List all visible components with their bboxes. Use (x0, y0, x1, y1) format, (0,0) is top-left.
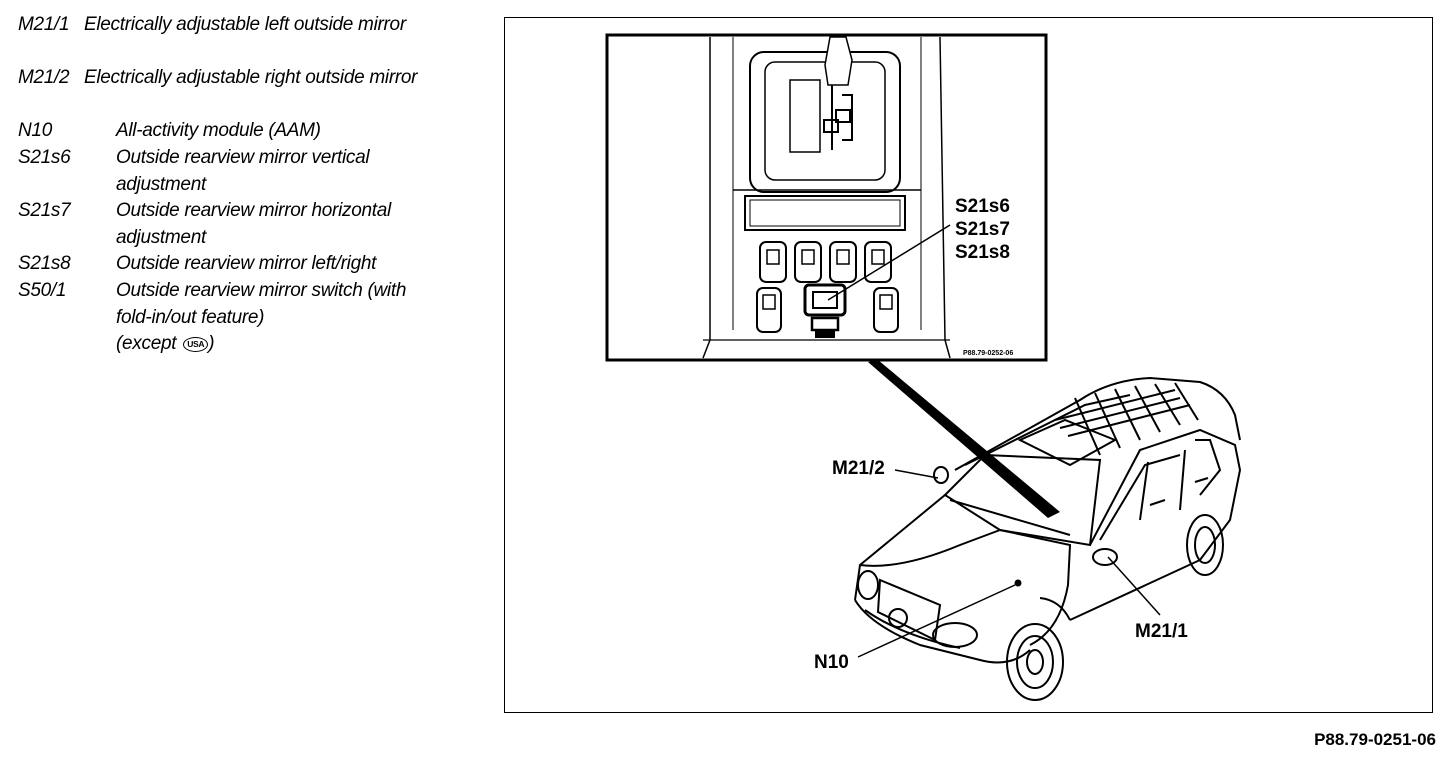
legend-text: Outside rearview mirror left/right (116, 253, 377, 274)
legend-code: N10 (18, 120, 52, 141)
legend-item-s21s7: S21s7 Outside rearview mirror horizontal… (18, 198, 488, 251)
legend-code: S50/1 (18, 280, 67, 301)
inset-id: P88.79-0252-06 (963, 350, 1013, 357)
callout-leaders (857, 469, 1161, 658)
label-s21s7: S21s7 (955, 219, 1010, 240)
label-s21s6: S21s6 (955, 196, 1010, 217)
legend-text: All-activity module (AAM) (116, 120, 321, 141)
switch-inset: S21s6 S21s7 S21s8 P88.79-0252-06 (605, 33, 1048, 362)
pointer-wedge (868, 360, 1060, 518)
legend-code: S21s8 (18, 253, 71, 274)
label-m21-1: M21/1 (1135, 621, 1188, 642)
legend-code: S21s6 (18, 147, 71, 168)
legend-text: Outside rearview mirror switch (with fol… (116, 280, 407, 355)
usa-badge-icon: USA (183, 337, 209, 353)
legend-item-m21-1: M21/1 Electrically adjustable left outsi… (18, 12, 488, 65)
legend-item-m21-2: M21/2 Electrically adjustable right outs… (18, 65, 488, 118)
label-n10: N10 (814, 652, 849, 673)
legend-item-s21s6: S21s6 Outside rearview mirror vertical a… (18, 145, 488, 198)
diagram-frame (504, 17, 1433, 713)
legend-text: Outside rearview mirror vertical adjustm… (116, 147, 370, 195)
legend: M21/1 Electrically adjustable left outsi… (18, 12, 488, 358)
legend-text: Electrically adjustable left outside mir… (84, 14, 406, 35)
legend-text: Outside rearview mirror horizontal adjus… (116, 200, 391, 248)
legend-code: M21/1 (18, 14, 70, 35)
figure-id: P88.79-0251-06 (1314, 730, 1436, 749)
legend-code: S21s7 (18, 200, 71, 221)
vehicle-illustration (854, 376, 1242, 701)
label-s21s8: S21s8 (955, 242, 1010, 263)
legend-item-n10: N10 All-activity module (AAM) (18, 118, 488, 145)
legend-text: Electrically adjustable right outside mi… (84, 67, 418, 88)
label-m21-2: M21/2 (832, 458, 885, 479)
legend-code: M21/2 (18, 67, 70, 88)
legend-item-s50-1: S50/1 Outside rearview mirror switch (wi… (18, 278, 488, 358)
legend-item-s21s8: S21s8 Outside rearview mirror left/right (18, 251, 488, 278)
